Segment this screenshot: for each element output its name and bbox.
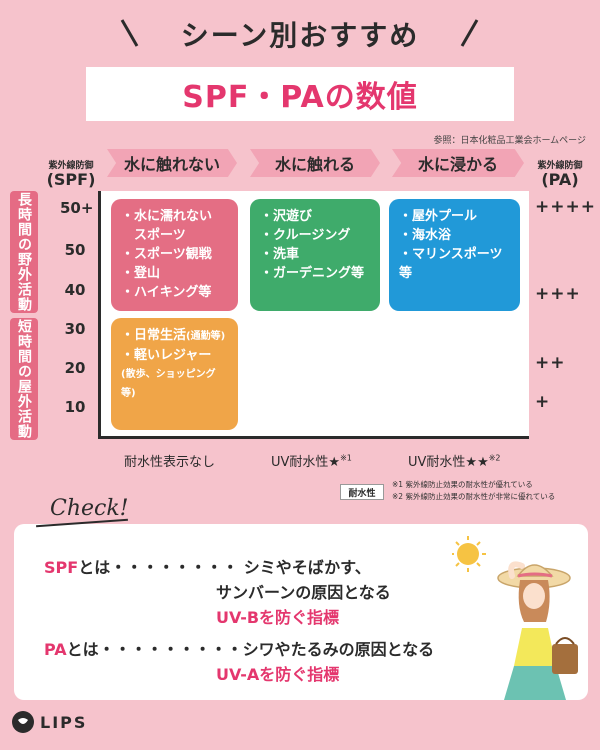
column-header-no-water: 水に触れない (107, 149, 237, 177)
column-header-touch-water: 水に触れる (250, 149, 380, 177)
scene-item: ・沢遊び (260, 209, 313, 224)
spf-definition-text: とは・・・・・・・・ シミやそばかす、 (78, 558, 371, 577)
scene-item-detail: (散歩、ショッピング等) (121, 369, 216, 399)
scene-box-in-water: ・屋外プール ・海水浴 ・マリンスポーツ等 (389, 199, 520, 311)
scene-item: ・マリンスポーツ等 (399, 247, 503, 281)
pa-tick-2plus: ++ (535, 353, 566, 373)
pa-axis-label: 紫外線防御 (537, 161, 583, 171)
pa-definition-line2: UV-Aを防ぐ指標 (216, 665, 340, 684)
lips-logo-text: LIPS (40, 712, 88, 732)
spf-tick-10: 10 (64, 398, 86, 416)
legend-note-2: ※2 紫外線防止効果の耐水性が非常に優れている (392, 492, 556, 501)
spf-definition: SPFとは・・・・・・・・ シミやそばかす、 (44, 554, 371, 578)
x-label-uv2: UV耐水性★★※2 (408, 451, 501, 470)
scene-item: ・軽いレジャー (121, 348, 212, 363)
spf-definition-line2: サンバーンの原因となる (216, 583, 391, 602)
row-label-short-outdoor: 短時間の屋外活動 (10, 318, 38, 440)
x-label-uv1-text: UV耐水性★ (271, 455, 341, 470)
pa-definition-text: とは・・・・・・・・・シワやたるみの原因となる (66, 640, 435, 659)
page-title: シーン別おすすめ (180, 19, 420, 52)
scene-item: ・屋外プール (399, 209, 478, 224)
scene-item: ・日常生活(通勤等) (121, 326, 228, 346)
reference-note: 参照：日本化粧品工業会ホームページ (433, 136, 586, 146)
pa-tick-4plus: ++++ (535, 197, 596, 217)
spf-key: SPF (44, 558, 79, 577)
pa-axis-title: 紫外線防御 (PA) (530, 158, 590, 189)
sun-icon (452, 536, 486, 572)
row-label-long-outdoor: 長時間の野外活動 (10, 191, 38, 313)
pa-tick-1plus: + (535, 392, 551, 412)
title-banner: SPF・PAの数値 (86, 67, 514, 121)
scene-item: ・クルージング (260, 228, 351, 243)
spf-axis-title: 紫外線防御 (SPF) (40, 158, 102, 189)
legend-tag: 耐水性 (340, 484, 384, 500)
legend-notes: ※1 紫外線防止効果の耐水性が優れている ※2 紫外線防止効果の耐水性が非常に優… (392, 479, 555, 503)
spf-axis-unit: (SPF) (46, 170, 96, 189)
spf-tick-50: 50 (64, 241, 86, 259)
scene-item: ・海水浴 (399, 228, 452, 243)
lips-logo-icon (12, 711, 34, 733)
scene-item: ・洗車 (260, 247, 300, 262)
scene-item: ・水に濡れない (121, 209, 213, 224)
x-label-uv2-text: UV耐水性★★ (408, 455, 489, 470)
check-panel (14, 524, 588, 700)
spf-axis-label: 紫外線防御 (48, 161, 94, 171)
scene-item-main: ・日常生活 (121, 328, 187, 343)
lips-logo: LIPS (12, 711, 87, 733)
scene-item: ・ガーデニング等 (260, 266, 365, 281)
spf-tick-30: 30 (64, 320, 86, 338)
legend-note-1: ※1 紫外線防止効果の耐水性が優れている (392, 480, 533, 489)
pa-definition: PAとは・・・・・・・・・シワやたるみの原因となる (44, 636, 434, 660)
scene-item-detail: (通勤等) (186, 331, 226, 342)
woman-sun-illustration (452, 536, 578, 700)
pa-axis-unit: (PA) (541, 170, 579, 189)
pa-key: PA (44, 640, 67, 659)
spf-tick-40: 40 (64, 281, 86, 299)
x-label-none: 耐水性表示なし (124, 455, 216, 470)
spf-tick-20: 20 (64, 359, 86, 377)
spf-tick-50plus: 50+ (60, 199, 94, 217)
x-label-uv2-note: ※2 (488, 453, 501, 463)
scene-item: ・ハイキング等 (121, 285, 212, 300)
scene-box-no-water-short: ・日常生活(通勤等) ・軽いレジャー (散歩、ショッピング等) (111, 318, 238, 430)
scene-item: ・スポーツ観戦 (121, 247, 212, 262)
column-header-in-water: 水に浸かる (392, 149, 524, 177)
scene-item: ・登山 (121, 266, 161, 281)
scene-item: スポーツ (121, 228, 186, 243)
check-title: Check! (50, 496, 129, 521)
scene-box-touch-water: ・沢遊び ・クルージング ・洗車 ・ガーデニング等 (250, 199, 380, 311)
x-label-uv1: UV耐水性★※1 (271, 451, 352, 470)
x-label-uv1-note: ※1 (340, 453, 352, 463)
spf-definition-line3: UV-Bを防ぐ指標 (216, 608, 340, 627)
pa-tick-3plus: +++ (535, 284, 581, 304)
scene-box-no-water-long: ・水に濡れない スポーツ ・スポーツ観戦 ・登山 ・ハイキング等 (111, 199, 238, 311)
